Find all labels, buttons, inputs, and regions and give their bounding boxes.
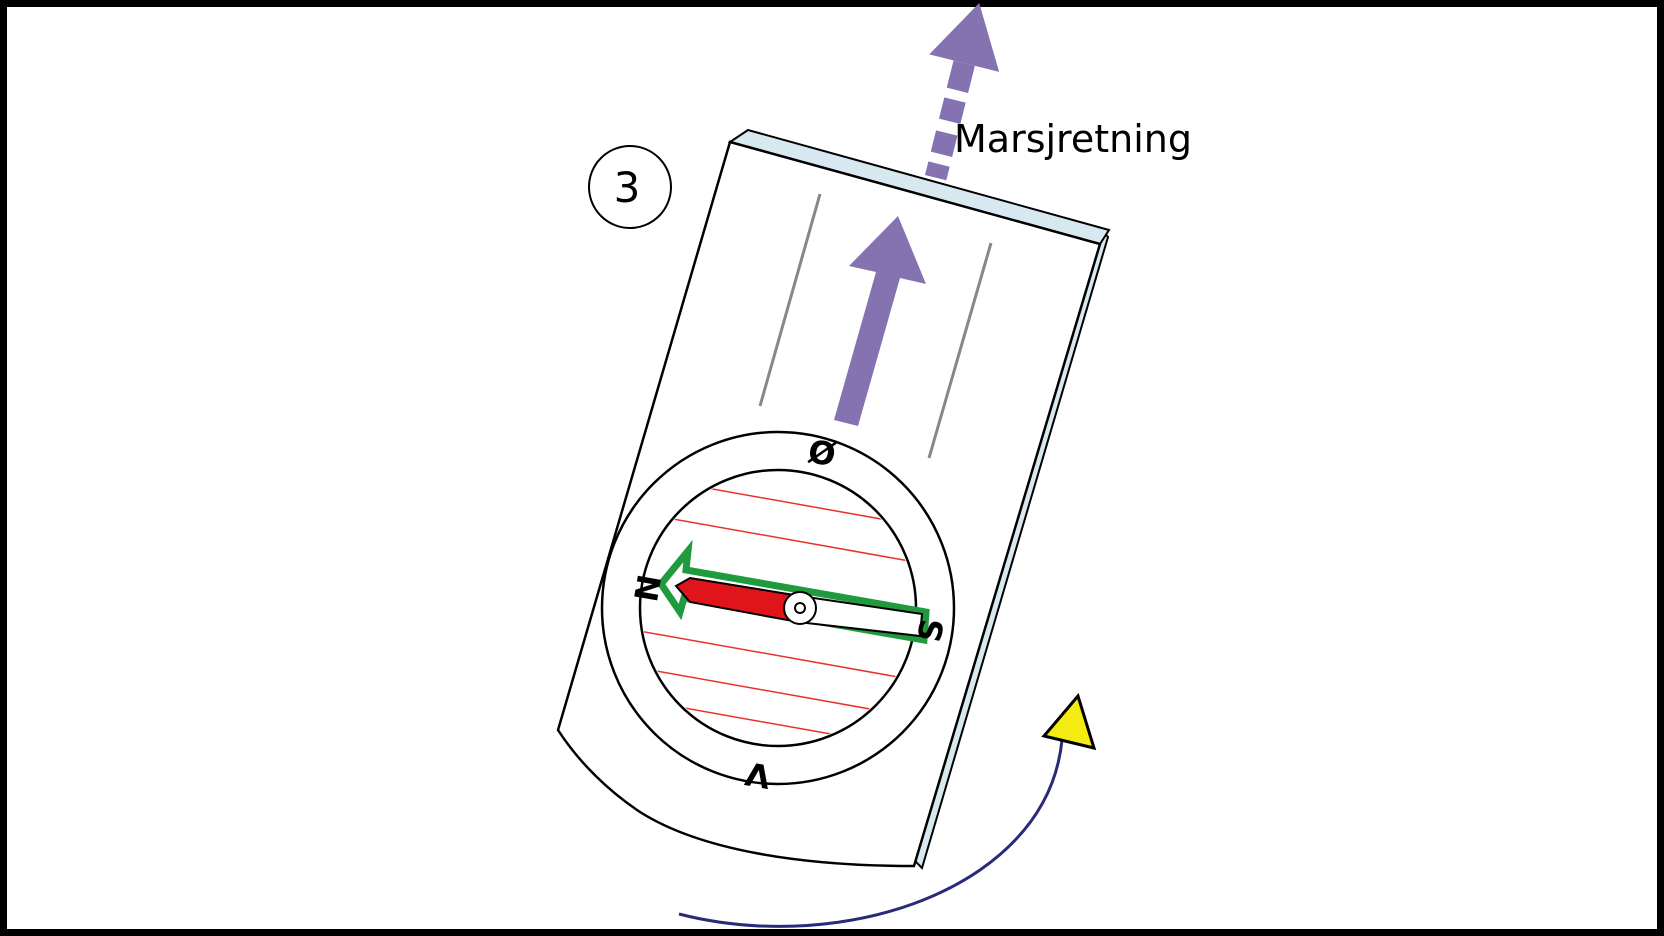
step-number-badge: 3 bbox=[588, 145, 672, 229]
direction-label: Marsjretning bbox=[954, 117, 1192, 161]
rotate-clockwise-arrowhead bbox=[1041, 692, 1097, 751]
baseplate-guide-line bbox=[927, 242, 993, 459]
travel-direction-arrow-dashed bbox=[924, 2, 1000, 181]
travel-direction-arrow bbox=[834, 216, 926, 426]
needle-pivot-center bbox=[794, 602, 806, 614]
travel-direction-dash bbox=[924, 161, 950, 181]
travel-direction-dash bbox=[939, 97, 966, 125]
cardinal-north: N bbox=[626, 571, 668, 604]
orienting-arrow bbox=[656, 539, 930, 645]
step-number: 3 bbox=[614, 163, 641, 212]
travel-direction-arrowhead bbox=[929, 2, 1000, 72]
magnetic-needle bbox=[674, 576, 924, 638]
rotation-arc bbox=[678, 739, 1064, 928]
baseplate-guide-line bbox=[758, 193, 822, 407]
cardinal-east: Ø bbox=[805, 432, 838, 474]
travel-direction-dash bbox=[946, 60, 975, 93]
travel-direction-dash bbox=[930, 130, 958, 157]
